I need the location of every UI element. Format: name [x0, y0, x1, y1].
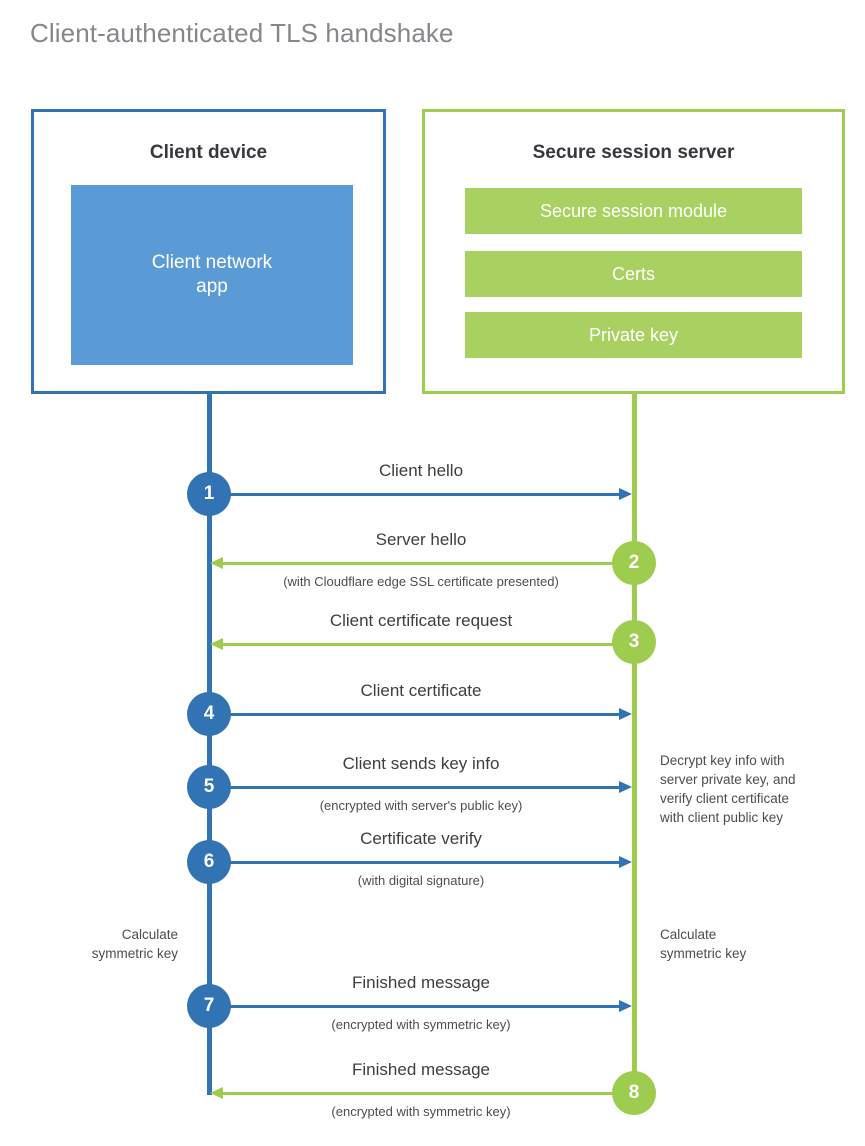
message-1-arrowhead-icon	[619, 488, 632, 500]
message-6-label: Certificate verify	[360, 829, 482, 848]
message-4-label: Client certificate	[360, 681, 482, 700]
client-device-box: Client device Client network app	[31, 109, 386, 394]
message-5-line	[210, 786, 619, 789]
message-7-arrowhead-icon	[619, 1000, 632, 1012]
message-3-label: Client certificate request	[329, 611, 513, 630]
step-circle-8[interactable]: 8	[612, 1071, 656, 1115]
step-circle-4[interactable]: 4	[187, 692, 231, 736]
message-5-label: Client sends key info	[342, 754, 500, 773]
step-circle-7[interactable]: 7	[187, 984, 231, 1028]
client-device-title: Client device	[149, 142, 268, 163]
secure-session-server-box: Secure session server Secure session mod…	[422, 109, 845, 394]
message-3-line	[223, 643, 632, 646]
message-2-label: Server hello	[375, 530, 467, 549]
message-8-line	[223, 1092, 632, 1095]
message-7-line	[210, 1005, 619, 1008]
message-5-arrowhead-icon	[619, 781, 632, 793]
message-8-sublabel: (encrypted with symmetric key)	[331, 1104, 511, 1119]
message-1-label: Client hello	[378, 461, 464, 480]
message-4-line	[210, 713, 619, 716]
note-client-calculate-symmetric-key: Calculate symmetric key	[91, 927, 178, 962]
server-block-secure-session-module: Secure session module	[465, 188, 802, 234]
note-server-calculate-symmetric-key: Calculate symmetric key	[660, 927, 747, 962]
step-circle-5[interactable]: 5	[187, 765, 231, 809]
message-2-arrowhead-icon	[210, 557, 223, 569]
secure-session-server-title: Secure session server	[532, 142, 735, 163]
page-title: Client-authenticated TLS handshake	[30, 18, 454, 48]
server-lifeline	[632, 393, 637, 1095]
step-circle-6[interactable]: 6	[187, 840, 231, 884]
message-2-sublabel: (with Cloudflare edge SSL certificate pr…	[283, 574, 559, 589]
message-4-arrowhead-icon	[619, 708, 632, 720]
client-lifeline	[207, 393, 212, 1095]
step-circle-1[interactable]: 1	[187, 472, 231, 516]
message-5-sublabel: (encrypted with server's public key)	[319, 798, 523, 813]
message-6-sublabel: (with digital signature)	[357, 873, 485, 888]
message-3-arrowhead-icon	[210, 638, 223, 650]
message-7-label: Finished message	[352, 973, 490, 992]
message-7-sublabel: (encrypted with symmetric key)	[331, 1017, 511, 1032]
server-block-private-key: Private key	[465, 312, 802, 358]
message-8-arrowhead-icon	[210, 1087, 223, 1099]
note-server-decrypt: Decrypt key info with server private key…	[660, 753, 796, 826]
message-8-label: Finished message	[352, 1060, 490, 1079]
message-6-arrowhead-icon	[619, 856, 632, 868]
client-network-app-block: Client network app	[71, 185, 353, 365]
message-1-line	[210, 493, 619, 496]
step-circle-2[interactable]: 2	[612, 541, 656, 585]
step-circle-3[interactable]: 3	[612, 620, 656, 664]
message-2-line	[223, 562, 632, 565]
message-6-line	[210, 861, 619, 864]
server-block-certs: Certs	[465, 251, 802, 297]
